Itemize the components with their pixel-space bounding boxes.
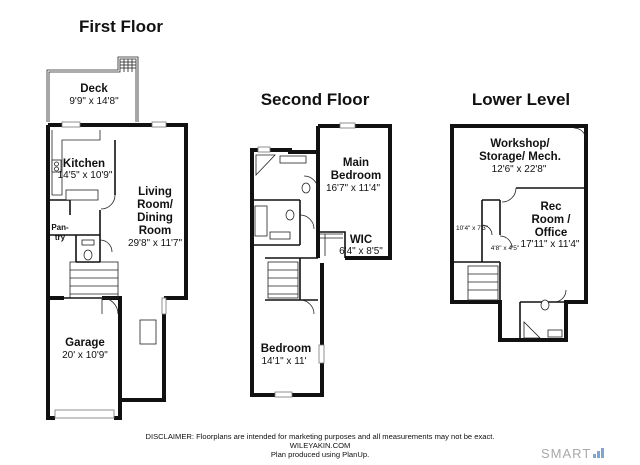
window-icon <box>274 391 293 398</box>
deck-stair-icon <box>120 59 136 72</box>
wic-label: WIC <box>350 234 372 246</box>
window-icon <box>257 146 271 153</box>
deck-label: Deck <box>80 83 108 95</box>
kitchen-label: Kitchen <box>63 158 105 170</box>
toilet-icon <box>301 182 311 194</box>
storage-dims: 10'4" x 7'3" <box>456 225 489 232</box>
door-swing-icon <box>499 235 513 249</box>
main-bedroom-label-line2: Bedroom <box>331 170 381 182</box>
rec-room-label-line3: Office <box>535 227 568 239</box>
credit-text: Plan produced using PlanUp. <box>270 450 370 459</box>
garage-label: Garage <box>65 337 105 349</box>
bathroom-hall <box>254 205 315 240</box>
door-swing-icon <box>481 224 493 236</box>
main-bedroom-dims: 16'7" x 11'4" <box>326 183 381 194</box>
living-room-label-line3: Dining <box>137 212 173 224</box>
first-floor-title: First Floor <box>79 17 163 36</box>
toilet-icon <box>540 299 550 311</box>
door-swing-icon <box>101 297 119 315</box>
second-floor-plan: Second Floor <box>250 90 392 398</box>
door-swing-icon <box>299 214 315 230</box>
stair-icon <box>267 261 299 299</box>
sink-icon <box>279 155 307 164</box>
rec-room-label-line2: Room / <box>532 214 572 226</box>
workshop-label-line2: Storage/ Mech. <box>479 151 561 163</box>
disclaimer-text: DISCLAIMER: Floorplans are intended for … <box>145 432 495 441</box>
door-swing-icon <box>99 239 113 253</box>
half-bath <box>75 235 113 263</box>
bedroom-label: Bedroom <box>261 343 311 355</box>
toilet-icon <box>285 209 295 221</box>
living-room-label-line2: Room/ <box>137 199 174 211</box>
first-floor-plan: First Floor Deck 9'9" x 14'8" <box>46 17 188 420</box>
door-swing-icon <box>553 289 567 303</box>
living-room-label-line4: Room <box>139 225 172 237</box>
door-swing-icon <box>100 194 116 210</box>
wic-dims: 6'4" x 8'5" <box>339 246 383 257</box>
window-icon <box>151 121 167 128</box>
living-room-label-line1: Living <box>138 186 172 198</box>
kitchen-island <box>65 189 99 201</box>
shower-icon <box>523 321 541 339</box>
sink-icon <box>547 329 563 338</box>
stair-icon <box>467 265 499 301</box>
kitchen-dims: 14'5" x 10'9" <box>58 170 113 181</box>
bars-icon <box>593 446 605 461</box>
rec-room-label-line1: Rec <box>540 201 562 213</box>
lower-level-title: Lower Level <box>472 90 570 109</box>
second-floor-outer-wall <box>250 124 392 397</box>
bedroom-dims: 14'1" x 11' <box>262 356 307 367</box>
bathroom-lower <box>519 289 567 340</box>
pantry-label-line1: Pan- <box>51 223 69 232</box>
window-icon <box>161 297 167 315</box>
deck-area: Deck 9'9" x 14'8" <box>46 56 139 122</box>
pantry-label-line2: try <box>55 233 66 242</box>
lower-level-outer-wall <box>450 124 588 342</box>
door-swing-icon <box>573 127 587 141</box>
bathroom-upper <box>255 154 319 194</box>
window-icon <box>339 122 356 129</box>
website-text: WILEYAKIN.COM <box>289 441 351 450</box>
door-swing-icon <box>303 175 319 191</box>
lower-level-plan: Lower Level Workshop/ Storage/ Mech. 12'… <box>450 90 588 342</box>
closet-dims: 4'8" x 4'5" <box>491 245 520 252</box>
stair-icon <box>69 261 119 299</box>
bathtub-icon <box>254 205 268 237</box>
window-icon <box>61 121 81 128</box>
deck-dims: 9'9" x 14'8" <box>69 96 119 107</box>
logo-text: SMART <box>541 446 592 461</box>
workshop-dims: 12'6" x 22'8" <box>492 164 547 175</box>
workshop-label-line1: Workshop/ <box>490 138 550 150</box>
sink-icon <box>81 239 95 246</box>
closet <box>139 319 157 345</box>
garage-wall <box>46 298 122 420</box>
second-floor-title: Second Floor <box>261 90 370 109</box>
living-room-dims: 29'8" x 11'7" <box>128 238 183 249</box>
window-icon <box>318 344 325 364</box>
garage-dims: 20' x 10'9" <box>62 350 108 361</box>
smart-logo: SMART <box>541 446 605 461</box>
shower-icon <box>255 154 276 177</box>
footer: DISCLAIMER: Floorplans are intended for … <box>120 432 520 459</box>
garage-door-icon <box>54 409 115 419</box>
door-swing-icon <box>501 187 517 203</box>
toilet-icon <box>83 249 93 261</box>
door-swing-icon <box>299 299 315 315</box>
kitchen-counters <box>51 130 101 201</box>
main-bedroom-label-line1: Main <box>343 157 369 169</box>
wic-shelves <box>320 233 343 256</box>
rec-room-dims: 17'11" x 11'4" <box>521 239 580 250</box>
sink-icon <box>269 231 291 240</box>
